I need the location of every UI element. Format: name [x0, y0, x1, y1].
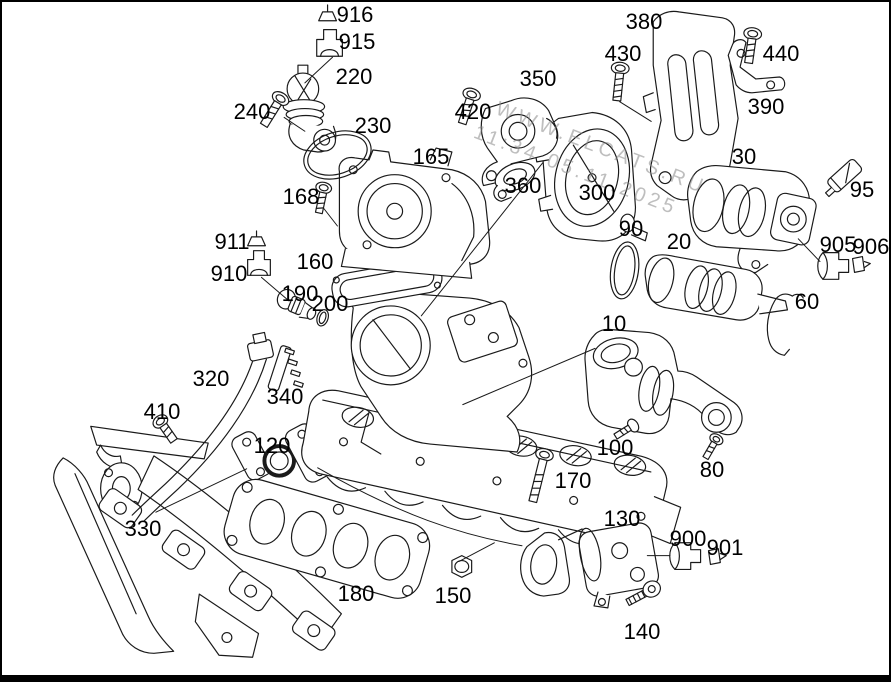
leader-lines-drawing — [155, 56, 821, 563]
cap-910-drawing — [247, 250, 271, 276]
clip-95-drawing — [825, 158, 863, 198]
callout-440: 440 — [762, 41, 800, 66]
egr-valve-220-drawing — [282, 64, 337, 153]
seal-360-drawing — [493, 161, 536, 202]
callout-300: 300 — [578, 180, 616, 205]
callout-360: 360 — [504, 173, 542, 198]
callout-900: 900 — [669, 526, 707, 551]
connector-905-drawing — [817, 252, 850, 280]
clip-60-drawing — [766, 293, 804, 356]
callout-916: 916 — [336, 2, 374, 27]
fitting-916-drawing — [318, 4, 338, 22]
pin-906-drawing — [851, 256, 871, 273]
callout-380: 380 — [625, 9, 663, 34]
callout-420: 420 — [454, 99, 492, 124]
bolt-170-drawing — [528, 447, 554, 504]
callout-200: 200 — [311, 291, 349, 316]
callout-10: 10 — [601, 311, 627, 336]
stud-rail-340-drawing — [267, 345, 304, 392]
connector-900-drawing — [669, 542, 702, 571]
callout-165: 165 — [412, 144, 450, 169]
nut-150-drawing — [451, 555, 473, 578]
bolt-440-drawing — [743, 27, 763, 65]
callout-190: 190 — [281, 281, 319, 306]
callout-901: 901 — [706, 535, 744, 560]
callout-180: 180 — [337, 581, 375, 606]
callout-906: 906 — [852, 234, 890, 259]
bracket-390-drawing — [727, 39, 786, 94]
callout-100: 100 — [596, 435, 634, 460]
callout-911: 911 — [214, 229, 250, 254]
callout-910: 910 — [210, 261, 248, 286]
callout-140: 140 — [623, 619, 661, 644]
bolt-410-drawing — [152, 414, 178, 444]
egr-pipe-320-drawing — [131, 331, 274, 522]
callout-915: 915 — [338, 29, 376, 54]
callout-350: 350 — [519, 66, 557, 91]
gasket-180-drawing — [223, 478, 431, 599]
fitting-911-drawing — [247, 230, 267, 247]
callout-230: 230 — [354, 113, 392, 138]
callout-60: 60 — [794, 289, 820, 314]
bolt-80-drawing — [702, 433, 724, 461]
bolt-168-drawing — [314, 181, 333, 215]
bolt-420-drawing — [457, 87, 481, 126]
callout-390: 390 — [747, 94, 785, 119]
callout-240: 240 — [233, 99, 271, 124]
screw-140-drawing — [625, 580, 661, 607]
callout-905: 905 — [819, 232, 857, 257]
callout-220: 220 — [335, 64, 373, 89]
mixing-housing-drawing — [350, 289, 533, 455]
housing-165-drawing — [338, 147, 491, 279]
callout-90: 90 — [618, 216, 644, 241]
callout-430: 430 — [604, 41, 642, 66]
oring-200-drawing — [316, 309, 330, 327]
callout-150: 150 — [434, 583, 472, 608]
callout-30: 30 — [731, 144, 757, 169]
bolt-240-drawing — [259, 91, 290, 128]
throttle-valve-30-drawing — [687, 164, 817, 274]
callout-20: 20 — [666, 229, 692, 254]
callout-95: 95 — [849, 177, 875, 202]
callout-130: 130 — [603, 506, 641, 531]
actuator-130-drawing — [520, 522, 660, 609]
callout-160: 160 — [296, 249, 334, 274]
bolt-430-drawing — [610, 61, 630, 102]
callout-330: 330 — [124, 516, 162, 541]
callout-340: 340 — [266, 384, 304, 409]
oring-90-drawing — [609, 241, 640, 300]
throttle-valve-10-drawing — [584, 328, 743, 436]
oring-230-drawing — [303, 130, 372, 180]
callout-170: 170 — [554, 468, 592, 493]
callout-168: 168 — [282, 184, 320, 209]
callout-80: 80 — [699, 457, 725, 482]
callout-120: 120 — [253, 433, 291, 458]
resonator-20-drawing — [644, 254, 789, 321]
bracket-380-drawing — [642, 10, 739, 201]
cap-915-drawing — [316, 29, 343, 57]
callout-320: 320 — [192, 366, 230, 391]
callout-410: 410 — [143, 399, 181, 424]
bolt-100-drawing — [613, 418, 640, 440]
pin-901-drawing — [707, 548, 727, 566]
